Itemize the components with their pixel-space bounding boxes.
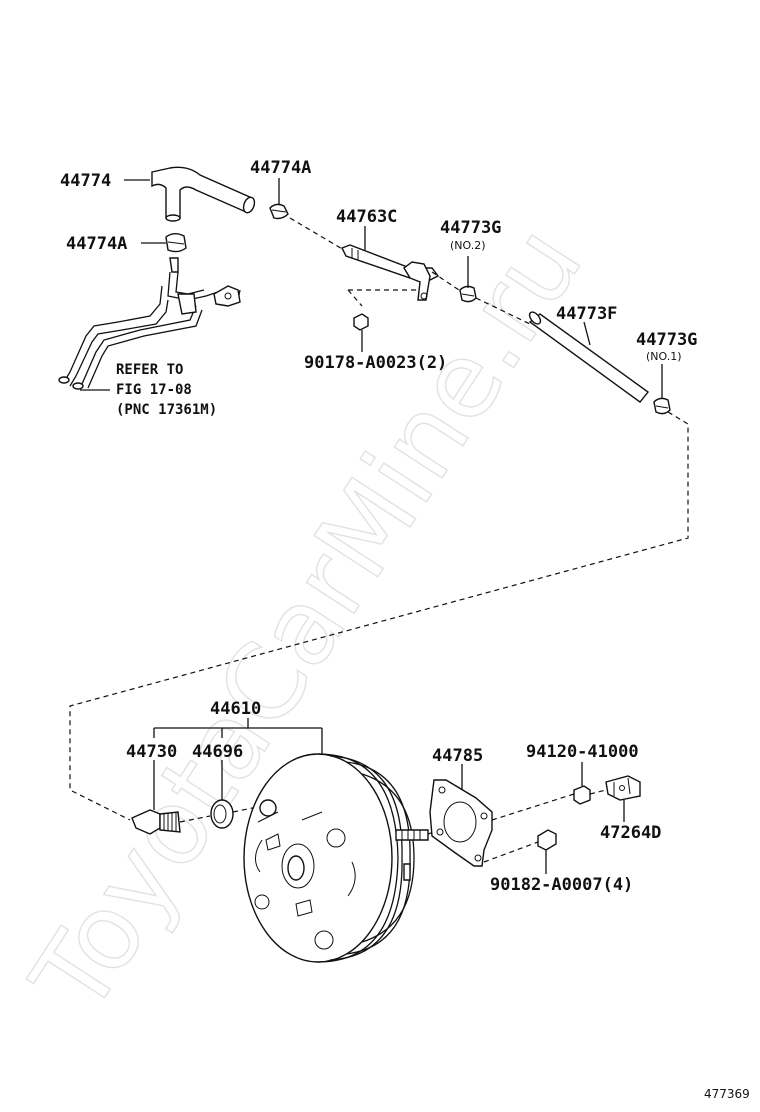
clamp-44773g-no2 xyxy=(459,285,477,303)
label-44774: 44774 xyxy=(60,171,111,191)
mount-lines-44763c xyxy=(347,289,418,307)
reference-line-2: FIG 17-08 xyxy=(116,382,192,398)
brake-booster-44610 xyxy=(243,753,415,963)
nut-94120 xyxy=(573,785,591,805)
pipe-44763c xyxy=(341,244,440,301)
vacuum-pipe-assembly xyxy=(58,257,241,390)
label-90182: 90182-A0007(4) xyxy=(490,875,633,895)
label-44773g-no1-sub: (NO.1) xyxy=(646,350,682,363)
label-44773g-no2: 44773G xyxy=(440,218,501,238)
label-44730: 44730 xyxy=(126,742,177,762)
routing-line xyxy=(69,411,689,821)
reference-line-3: (PNC 17361M) xyxy=(116,402,217,418)
label-47264d: 47264D xyxy=(600,823,661,843)
label-44774a-top: 44774A xyxy=(250,158,311,178)
label-94120: 94120-41000 xyxy=(526,742,639,762)
nut-90182 xyxy=(537,829,557,851)
clamp-44774a-top xyxy=(269,203,289,220)
check-valve-44730 xyxy=(131,809,181,835)
label-44773g-no2-sub: (NO.2) xyxy=(450,239,486,252)
clevis-47264d xyxy=(605,775,641,801)
hose-44773f xyxy=(528,311,650,403)
clamp-44774a-left xyxy=(165,233,187,253)
label-44773g-no1: 44773G xyxy=(636,330,697,350)
figure-id: 477369 xyxy=(704,1087,750,1101)
grommet-44696 xyxy=(210,799,234,829)
label-44774a-left: 44774A xyxy=(66,234,127,254)
booster-studs xyxy=(395,829,429,881)
clamp-44773g-no1 xyxy=(653,397,671,415)
nut-90178 xyxy=(353,313,369,331)
label-44610: 44610 xyxy=(210,699,261,719)
label-44696: 44696 xyxy=(192,742,243,762)
gasket-44785 xyxy=(429,779,493,867)
label-44763c: 44763C xyxy=(336,207,397,227)
label-44785: 44785 xyxy=(432,746,483,766)
label-44773f: 44773F xyxy=(556,304,617,324)
reference-line-1: REFER TO xyxy=(116,362,183,378)
label-90178: 90178-A0023(2) xyxy=(304,353,447,373)
leader-44773f xyxy=(583,321,591,346)
hose-44774 xyxy=(151,166,256,222)
